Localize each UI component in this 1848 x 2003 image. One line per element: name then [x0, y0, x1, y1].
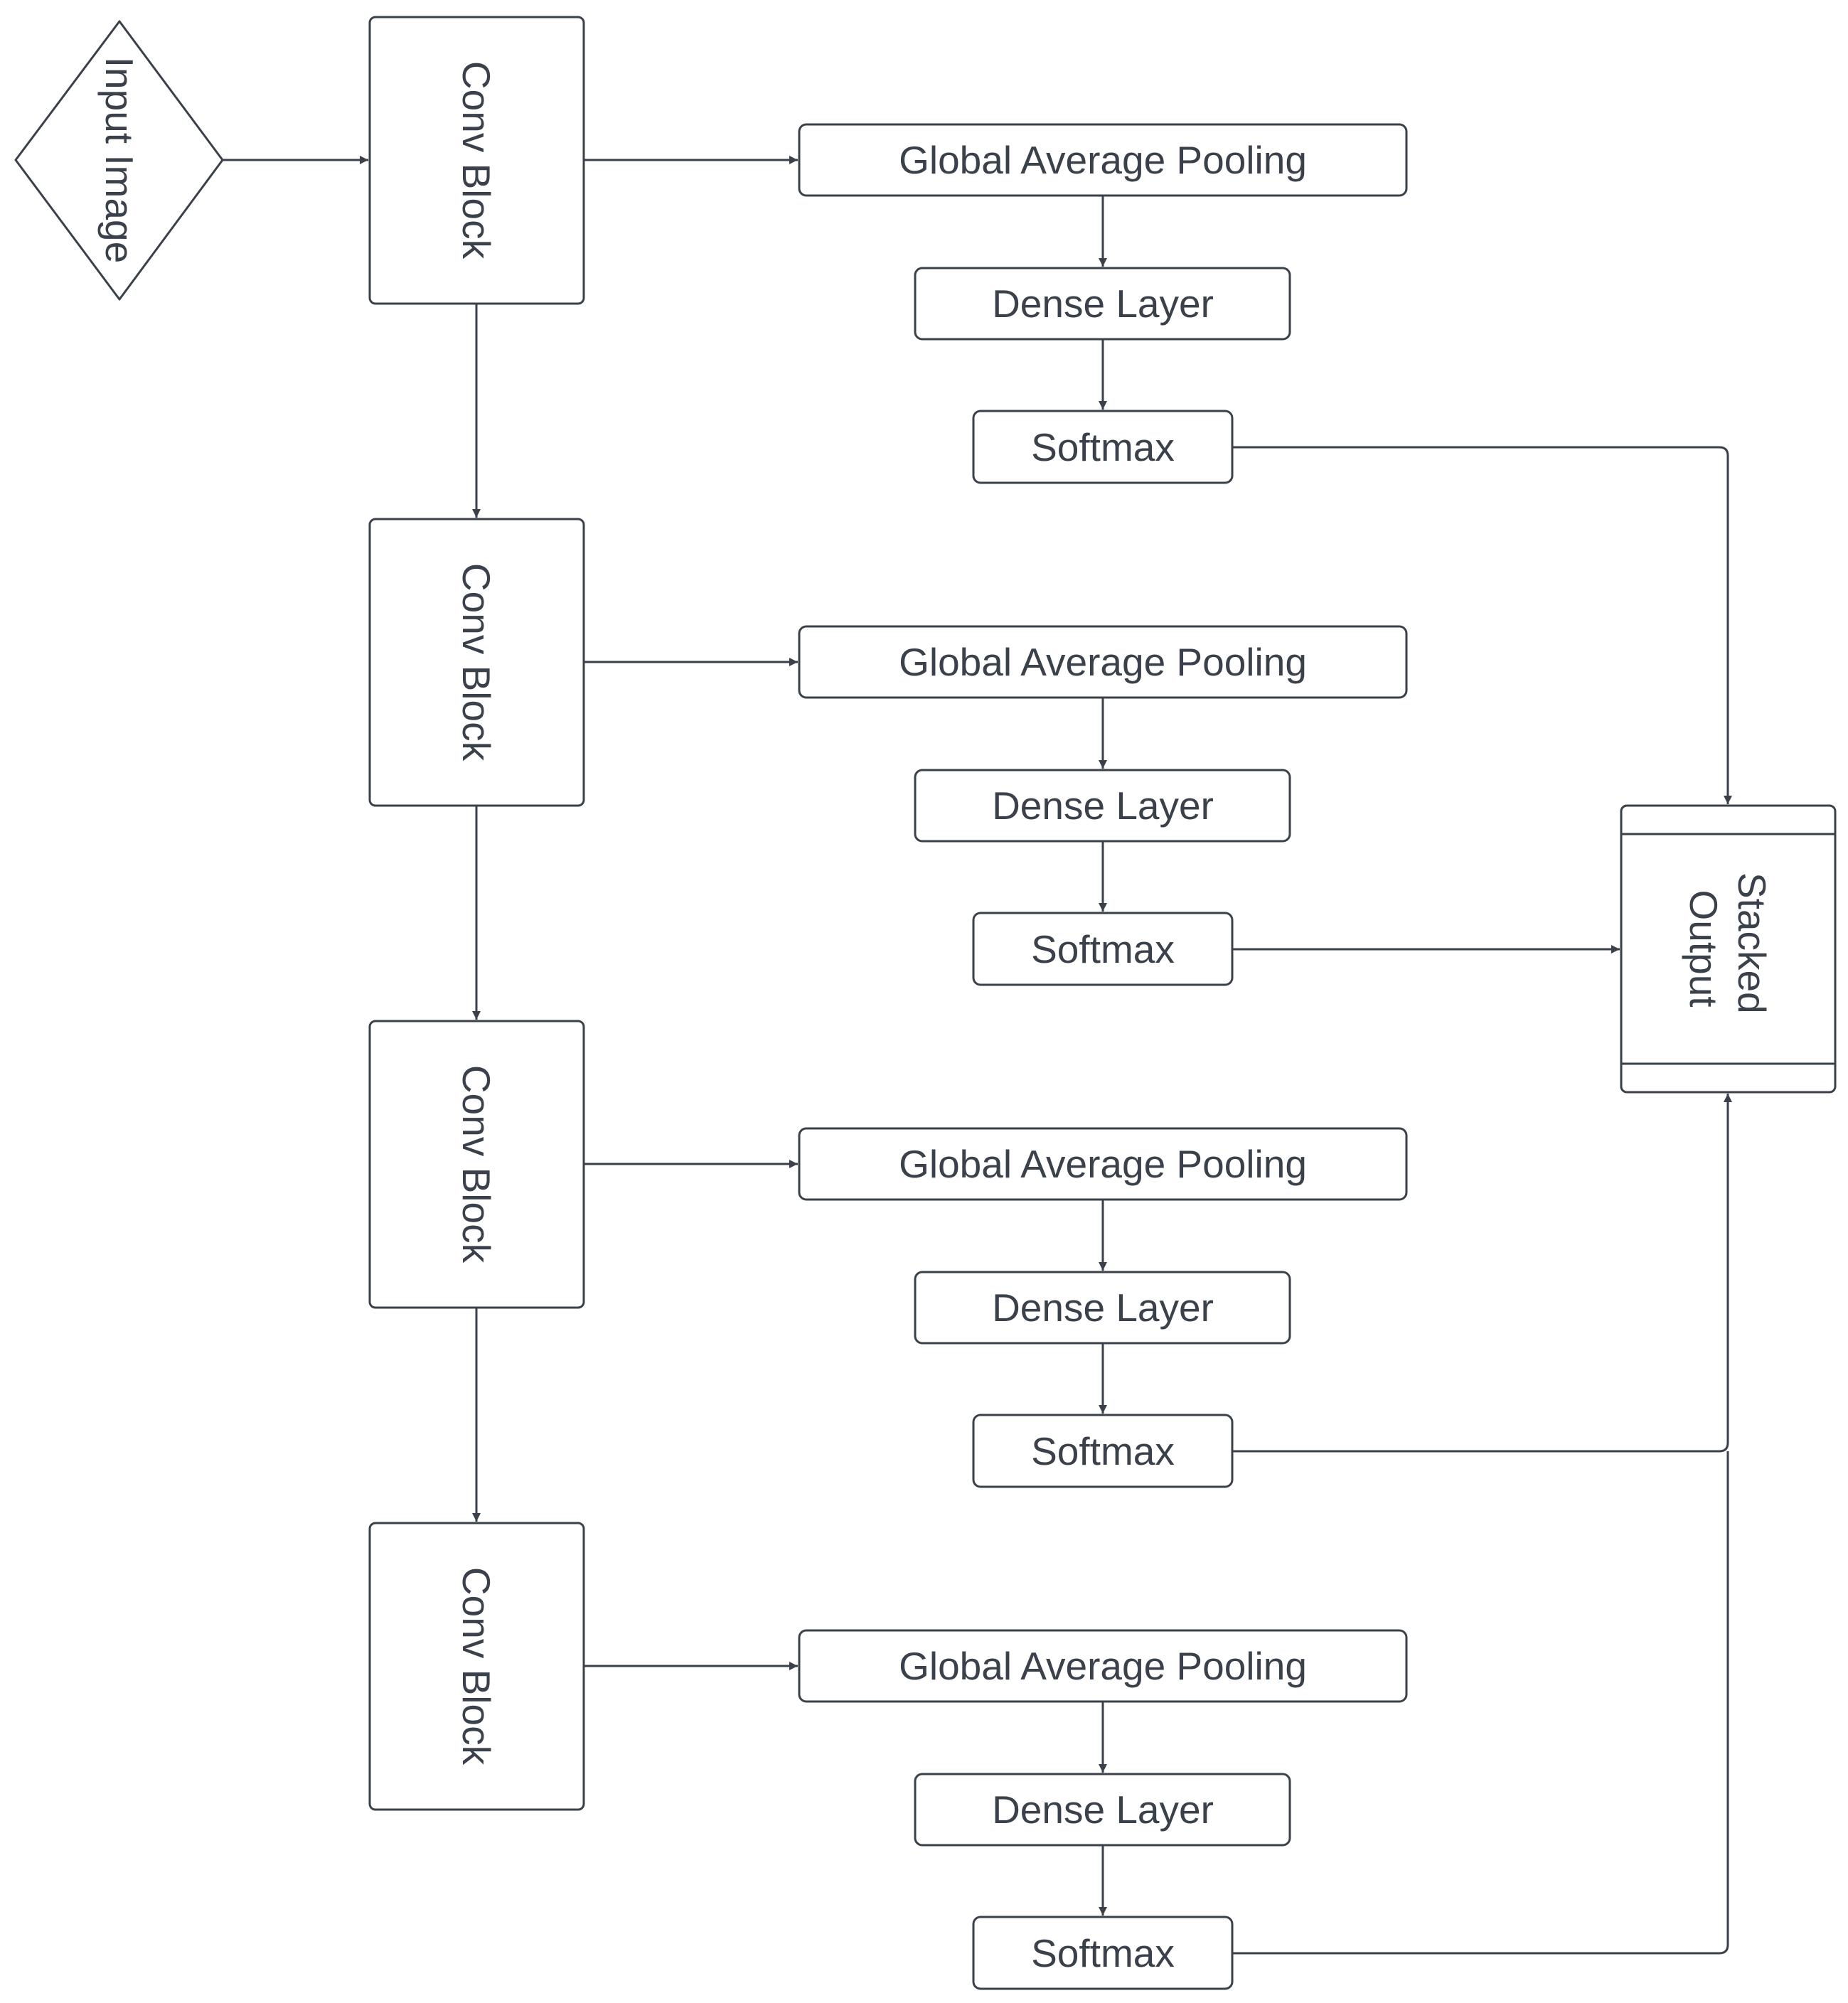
- conv-block-label: Conv Block: [454, 563, 498, 762]
- edge-softmax-to-output: [1232, 1094, 1732, 1453]
- global-average-pooling-label: Global Average Pooling: [899, 1644, 1307, 1688]
- conv-block-label: Conv Block: [454, 1065, 498, 1264]
- dense-layer-node: Dense Layer: [914, 769, 1291, 843]
- conv-block-node: Conv Block: [368, 518, 585, 807]
- softmax-label: Softmax: [1031, 1429, 1175, 1473]
- conv-block-node: Conv Block: [368, 16, 585, 305]
- dense-layer-node: Dense Layer: [914, 267, 1291, 341]
- global-average-pooling-node: Global Average Pooling: [798, 625, 1408, 699]
- global-average-pooling-node: Global Average Pooling: [798, 123, 1408, 197]
- row-1: Conv Block Global Average Pooling Dense …: [368, 16, 1408, 484]
- softmax-node: Softmax: [972, 410, 1234, 484]
- global-average-pooling-label: Global Average Pooling: [899, 138, 1307, 182]
- dense-layer-label: Dense Layer: [992, 1286, 1214, 1330]
- edge-softmax-to-output: [1232, 1451, 1729, 1955]
- global-average-pooling-node: Global Average Pooling: [798, 1629, 1408, 1703]
- dense-layer-node: Dense Layer: [914, 1271, 1291, 1345]
- conv-block-node: Conv Block: [368, 1522, 585, 1811]
- softmax-node: Softmax: [972, 1414, 1234, 1488]
- global-average-pooling-label: Global Average Pooling: [899, 640, 1307, 684]
- row-3: Conv Block Global Average Pooling Dense …: [368, 1020, 1408, 1488]
- stacked-output-label: Stacked Output: [1682, 872, 1774, 1025]
- softmax-label: Softmax: [1031, 1931, 1175, 1975]
- stacked-output-label-line-2: Output: [1682, 890, 1726, 1007]
- softmax-node: Softmax: [972, 1916, 1234, 1990]
- row-4: Conv Block Global Average Pooling Dense …: [368, 1522, 1408, 1990]
- conv-block-label: Conv Block: [454, 61, 498, 260]
- conv-block-node: Conv Block: [368, 1020, 585, 1309]
- input-node: Input Image: [14, 20, 224, 301]
- dense-layer-node: Dense Layer: [914, 1773, 1291, 1847]
- edge-softmax-to-output: [1232, 446, 1732, 804]
- edges: [223, 156, 1732, 1955]
- dense-layer-label: Dense Layer: [992, 1788, 1214, 1832]
- dense-layer-label: Dense Layer: [992, 282, 1214, 326]
- stacked-output-label-line-1: Stacked: [1730, 872, 1774, 1014]
- softmax-label: Softmax: [1031, 927, 1175, 971]
- global-average-pooling-label: Global Average Pooling: [899, 1142, 1307, 1186]
- softmax-node: Softmax: [972, 912, 1234, 986]
- conv-block-label: Conv Block: [454, 1567, 498, 1766]
- row-2: Conv Block Global Average Pooling Dense …: [368, 518, 1408, 986]
- dense-layer-label: Dense Layer: [992, 784, 1214, 828]
- input-label: Input Image: [97, 57, 141, 263]
- stacked-output-node: Stacked Output: [1620, 804, 1837, 1094]
- global-average-pooling-node: Global Average Pooling: [798, 1127, 1408, 1201]
- softmax-label: Softmax: [1031, 425, 1175, 469]
